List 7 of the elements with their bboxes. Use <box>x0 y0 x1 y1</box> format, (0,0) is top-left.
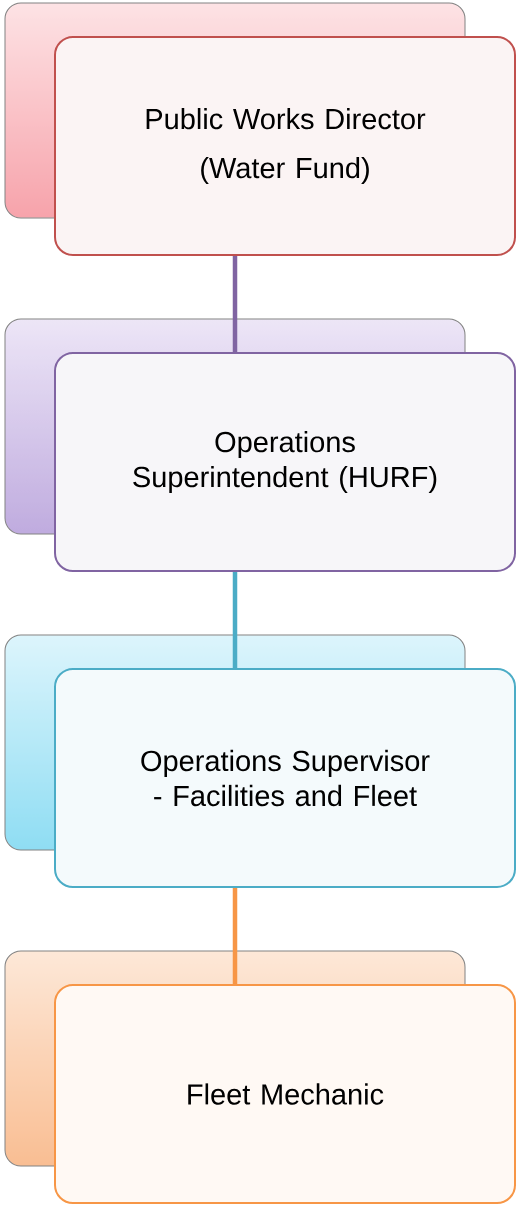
title-box: Operations Supervisor - Facilities and Fleet <box>54 668 516 888</box>
connector-line <box>232 256 238 352</box>
title-box: Fleet Mechanic <box>54 984 516 1204</box>
title-box: Operations Superintendent (HURF) <box>54 352 516 572</box>
connector-line <box>232 888 238 984</box>
title-box: Public Works Director (Water Fund) <box>54 36 516 256</box>
connector-line <box>232 572 238 668</box>
